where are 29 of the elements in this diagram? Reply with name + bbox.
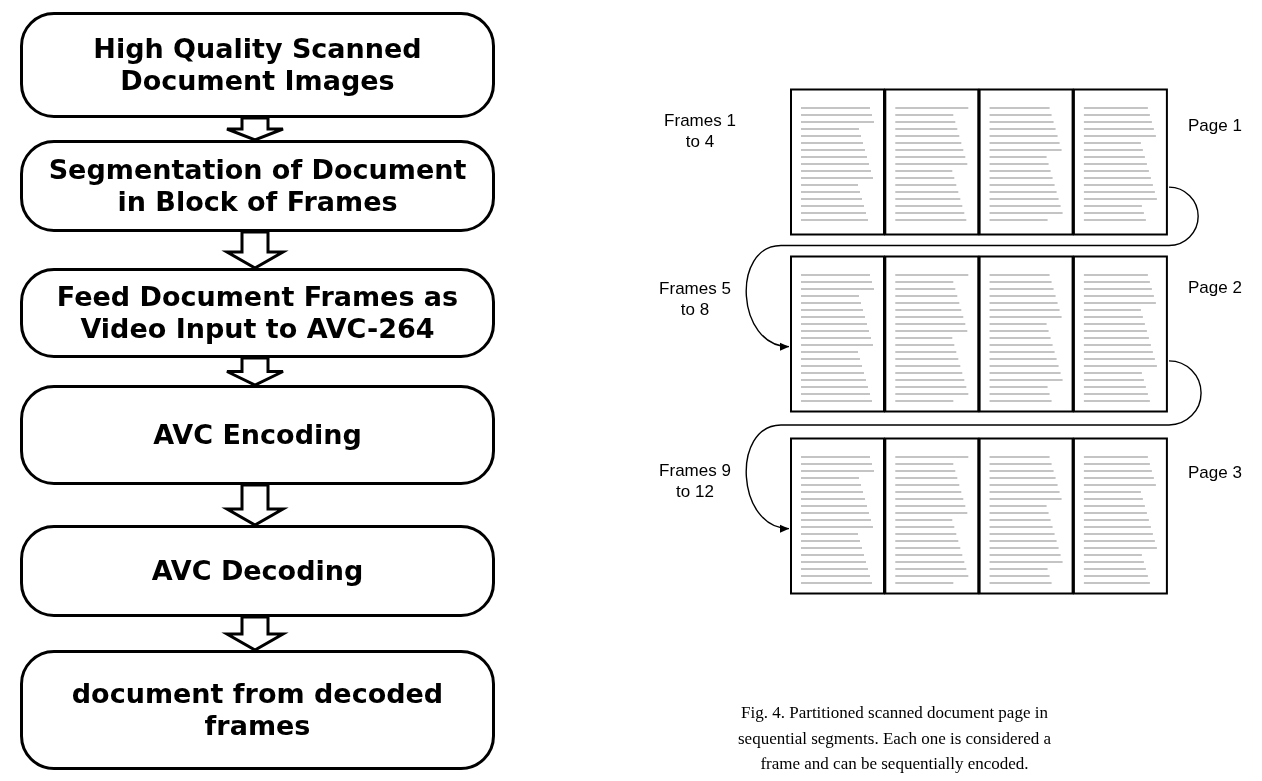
curved-arrow [745,360,1202,532]
block-arrow [225,116,285,142]
step-text: Feed Document Frames as Video Input to AVC-264 [55,281,460,345]
scanned-page-drawing [789,255,1169,413]
frame-range-label: Frames 5 to 8 [658,278,732,321]
process-box [20,385,495,485]
block-arrow [221,615,289,652]
page-label: Page 2 [1188,277,1242,299]
block-arrow [221,483,289,527]
frame-range-label: Frames 9 to 12 [658,460,732,503]
frame-range-label: Frames 1 to 4 [663,110,737,153]
process-box [20,12,495,118]
step-text: AVC Encoding [153,419,362,451]
step-text: Segmentation of Document in Block of Frames [47,154,468,218]
process-box [20,525,495,617]
step-text: AVC Decoding [151,555,364,587]
step-text: document from decoded frames [70,678,445,742]
process-box [20,268,495,358]
page-label: Page 1 [1188,115,1242,137]
block-arrow [221,230,289,270]
curved-arrow [745,186,1199,350]
process-box [20,140,495,232]
page-label: Page 3 [1188,462,1242,484]
process-box [20,650,495,770]
figure-caption: Fig. 4. Partitioned scanned document page in sequential segments. Each one is considered a frame and can be sequentially encoded. [737,702,1052,775]
block-arrow [225,356,285,387]
step-text: High Quality Scanned Document Images [92,33,423,97]
scanned-page-drawing [789,437,1169,595]
scanned-page-drawing [789,88,1169,236]
